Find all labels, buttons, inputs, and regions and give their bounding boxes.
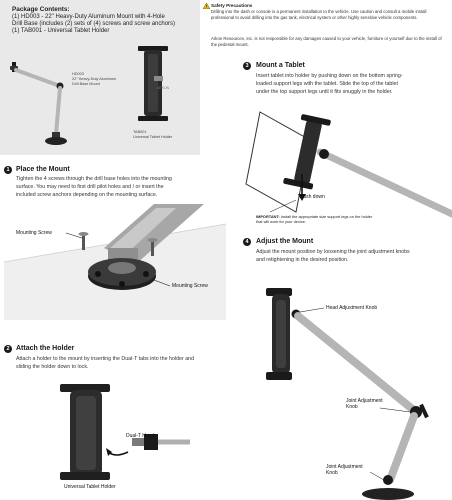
tab001-holder-illustration bbox=[138, 46, 168, 121]
disclaimer-text: Arkon Resources, Inc. is not responsible… bbox=[211, 36, 442, 47]
safety-title: Safety Precautions bbox=[211, 3, 253, 8]
important-text: Install the appropriate size support leg… bbox=[279, 214, 373, 219]
arkon-logo: ARKON bbox=[157, 86, 170, 90]
package-line-1: (1) HD003 - 22" Heavy-Duty Aluminum Moun… bbox=[12, 14, 165, 20]
warning-icon bbox=[203, 3, 210, 9]
step-3-line-1: Insert tablet into holder by pushing dow… bbox=[256, 73, 403, 79]
callout-universal-tablet-holder: Universal Tablet Holder bbox=[64, 484, 116, 490]
step-1-illustration bbox=[4, 204, 226, 320]
callout-mounting-screw-left: Mounting Screw bbox=[16, 230, 52, 236]
step-3-title: Mount a Tablet bbox=[256, 62, 305, 69]
step-2-line-2: sliding the holder down to lock. bbox=[16, 364, 89, 370]
step-3-line-2: loaded support legs with the tablet. Sli… bbox=[256, 81, 398, 87]
mount-label-2: 22" Heavy-Duty Aluminum bbox=[72, 77, 117, 81]
important-note: IMPORTANT: Install the appropriate size … bbox=[256, 214, 372, 219]
step-2-number: 2 bbox=[4, 345, 12, 353]
step-1-line-1: Tighten the 4 screws through the drill b… bbox=[16, 176, 172, 182]
step-4-illustration bbox=[266, 288, 429, 500]
step-1-line-3: included screw anchors depending on the … bbox=[16, 192, 158, 198]
step-4-line-1: Adjust the mount position by loosening t… bbox=[256, 249, 410, 255]
step-1-line-2: surface. You may need to first drill pil… bbox=[16, 184, 164, 190]
step-2-line-1: Attach a holder to the mount by insertin… bbox=[16, 356, 195, 362]
callout-joint-knob-2-line1: Joint Adjustment bbox=[326, 464, 363, 470]
step-3-line-3: under the top support legs until it fits… bbox=[256, 89, 393, 95]
mount-label-1: HD003 bbox=[72, 72, 84, 76]
safety-text: Drilling into the dash or console is a p… bbox=[211, 9, 427, 20]
callout-dual-t-head: Dual-T Head bbox=[126, 433, 155, 439]
step-2-illustration bbox=[60, 384, 190, 480]
callout-mounting-screw-right: Mounting Screw bbox=[172, 283, 208, 289]
callout-joint-knob-2-line2: Knob bbox=[326, 470, 338, 476]
mount-label-3: Drill Base Mount bbox=[72, 82, 100, 86]
step-1-number: 1 bbox=[4, 166, 12, 174]
callout-head-adjustment-knob: Head Adjustment Knob bbox=[326, 305, 378, 311]
step-1-title: Place the Mount bbox=[16, 166, 70, 173]
important-text-2: that will work for your device. bbox=[256, 219, 306, 224]
callout-push-down: Push down bbox=[300, 194, 325, 200]
package-line-2: Drill Base (includes (2) sets of (4) scr… bbox=[12, 21, 176, 27]
step-3-illustration bbox=[245, 111, 452, 218]
package-contents-title: Package Contents: bbox=[12, 6, 70, 13]
step-3-number: 3 bbox=[243, 62, 251, 70]
important-label: IMPORTANT: bbox=[256, 214, 280, 219]
step-4-line-2: and retightening in the desired position… bbox=[256, 257, 349, 263]
package-line-3: (1) TAB001 - Universal Tablet Holder bbox=[12, 28, 110, 34]
hd003-mount-illustration bbox=[10, 62, 67, 145]
holder-label-2: Universal Tablet Holder bbox=[133, 135, 173, 139]
callout-joint-knob-1-line2: Knob bbox=[346, 404, 358, 410]
holder-label-1: TAB001 bbox=[133, 130, 147, 134]
step-4-title: Adjust the Mount bbox=[256, 238, 314, 245]
step-4-number: 4 bbox=[243, 238, 251, 246]
step-2-title: Attach the Holder bbox=[16, 345, 75, 352]
callout-joint-knob-1-line1: Joint Adjustment bbox=[346, 398, 383, 404]
